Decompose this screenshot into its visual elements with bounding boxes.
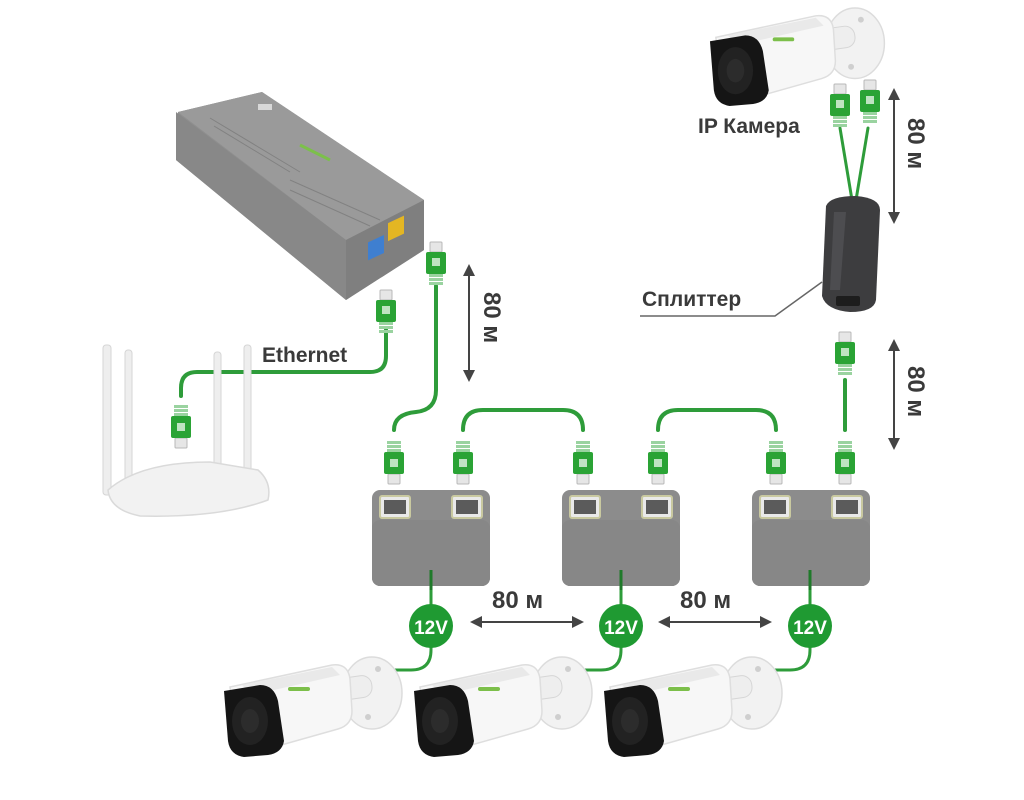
power-badge-1: 12V [409, 604, 453, 648]
power-label-1: 12V [414, 618, 448, 639]
rj45-connector [765, 440, 787, 485]
ip-camera-1 [223, 656, 403, 758]
power-line-2 [578, 570, 623, 672]
cable-splitter-camera-a [838, 126, 854, 202]
distance-label-extender-1-2: 80 м [492, 587, 543, 614]
rj45-connector [834, 440, 856, 485]
lan-port-yellow [388, 215, 404, 242]
rj45-connector [170, 404, 192, 449]
rj45-connector [829, 83, 851, 128]
rj45-connector [452, 440, 474, 485]
cable-extender-1-2 [461, 408, 585, 432]
lan-port-blue [368, 234, 384, 261]
rj45-connector [859, 79, 881, 124]
ip-camera-2 [413, 656, 593, 758]
splitter-leader-line [640, 281, 823, 317]
distance-label-extender-2-3: 80 м [680, 587, 731, 614]
power-badge-3: 12V [788, 604, 832, 648]
ethernet-label: Ethernet [262, 344, 347, 367]
rj45-connector [834, 331, 856, 376]
ip-camera-3 [603, 656, 783, 758]
poe-splitter [822, 196, 880, 312]
rj45-connector [647, 440, 669, 485]
wifi-router [102, 344, 270, 517]
ip-camera-top [709, 7, 886, 107]
rj45-connector [425, 241, 447, 286]
distance-label-splitter-camera: 80 м [902, 118, 929, 169]
cable-injector-extender-1 [392, 284, 438, 432]
distance-label-injector-extender: 80 м [478, 292, 505, 343]
power-line-3 [768, 570, 812, 672]
power-badge-2: 12V [599, 604, 643, 648]
poe-injector [176, 92, 424, 300]
power-label-2: 12V [604, 618, 638, 639]
cable-extender-2-3 [656, 408, 778, 432]
splitter-label: Сплиттер [642, 288, 741, 311]
ethernet-cable [179, 328, 388, 398]
distance-label-extender-splitter: 80 м [902, 366, 929, 417]
ip-camera-label: IP Камера [698, 115, 800, 138]
rj45-connector [383, 440, 405, 485]
cables [179, 126, 870, 672]
power-label-3: 12V [793, 618, 827, 639]
rj45-connector [375, 289, 397, 334]
cable-splitter-camera-b [854, 126, 870, 202]
distance-arrows [463, 88, 900, 628]
power-line-1 [388, 570, 433, 672]
rj45-connector [572, 440, 594, 485]
